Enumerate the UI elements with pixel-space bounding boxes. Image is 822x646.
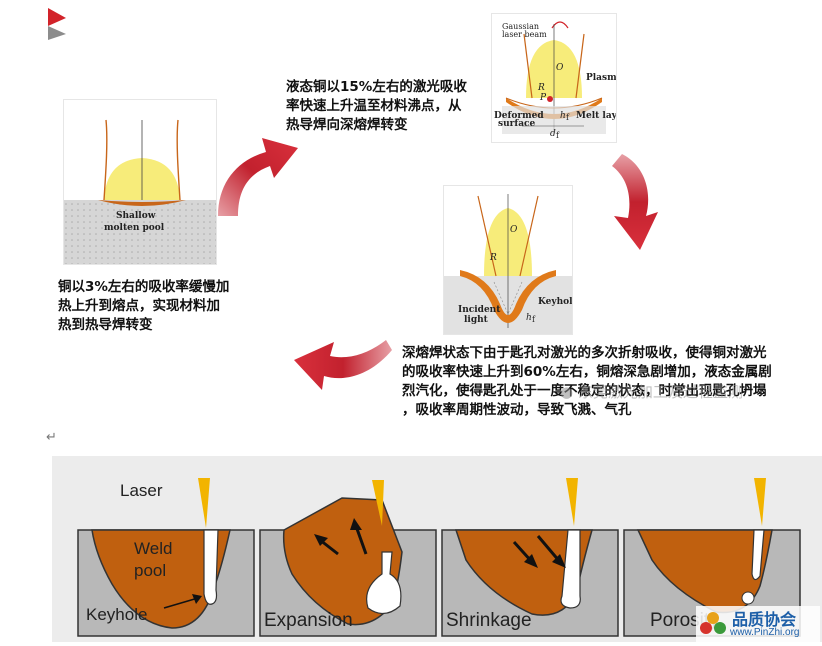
stage3-line-1: 深熔焊状态下由于匙孔对激光的多次折射吸收，使得铜对激光 bbox=[402, 345, 767, 361]
stage3-label-light: light bbox=[464, 315, 489, 325]
logo-url: www.PinZhi.org bbox=[730, 627, 800, 638]
flow-arrow-down-icon bbox=[612, 154, 658, 250]
flower-logo-icon bbox=[700, 612, 726, 634]
stage2-label-hf-sub: f bbox=[566, 113, 570, 122]
stage2-label-r: R bbox=[537, 83, 545, 93]
stage3-label-o: O bbox=[510, 225, 518, 235]
keyhole-evolution-strip: Laser Weld pool Keyhole Expansion bbox=[52, 456, 822, 642]
wechat-icon: ● bbox=[560, 383, 574, 401]
watermark: ● 东莞激光加工及过程监测 bbox=[560, 381, 743, 402]
stage2-line-1: 液态铜以15%左右的激光吸收 bbox=[286, 79, 467, 95]
site-logo: 品质协会 www.PinZhi.org bbox=[696, 606, 820, 642]
stage3-label-hf: h bbox=[526, 313, 532, 323]
stage3-label-hf-sub: f bbox=[532, 315, 536, 324]
stage2-label-laser-beam: laser beam bbox=[502, 30, 547, 39]
stage1-line-2: 热上升到熔点，实现材料加 bbox=[58, 298, 220, 314]
expansion-panel: Expansion bbox=[259, 480, 437, 637]
stage2-label-surface: surface bbox=[498, 119, 536, 129]
label-weld: Weld bbox=[134, 539, 172, 558]
stage2-line-2: 率快速上升温至材料沸点，从 bbox=[286, 98, 462, 114]
stage1-diagram: Shallow molten pool bbox=[64, 100, 216, 264]
stage1-label-shallow: Shallow bbox=[116, 211, 156, 221]
logo-name: 品质协会 bbox=[732, 610, 797, 629]
label-laser: Laser bbox=[120, 481, 163, 500]
stage2-label-p: P bbox=[539, 93, 547, 103]
stage2-diagram: Gaussian laser beam Plasma O R P Deforme… bbox=[492, 14, 628, 142]
flow-arrow-up-right-icon bbox=[218, 138, 298, 216]
shrinkage-panel: Shrinkage bbox=[441, 478, 619, 637]
watermark-text: 东莞激光加工及过程监测 bbox=[577, 383, 743, 401]
stage2-label-plasma: Plasma bbox=[586, 73, 616, 83]
stage3-line-4: ，吸收率周期性波动，导致飞溅、气孔 bbox=[402, 402, 632, 418]
label-expansion: Expansion bbox=[264, 610, 353, 631]
corner-logo-icon bbox=[48, 8, 66, 40]
stage2-label-gaussian: Gaussian bbox=[502, 22, 539, 31]
stage3-label-keyhole: Keyhole bbox=[538, 297, 572, 307]
stage1-line-3: 热到热导焊转变 bbox=[58, 317, 153, 333]
stage2-line-3: 热导焊向深熔焊转变 bbox=[286, 117, 408, 133]
stage3-description: 深熔焊状态下由于匙孔对激光的多次折射吸收，使得铜对激光 的吸收率快速上升到60%… bbox=[402, 344, 820, 420]
stage1-description: 铜以3%左右的吸收率缓慢加 热上升到熔点，实现材料加 热到热导焊转变 bbox=[58, 278, 258, 335]
stage2-description: 液态铜以15%左右的激光吸收 率快速上升温至材料沸点，从 热导焊向深熔焊转变 bbox=[286, 78, 496, 135]
return-mark: ↵ bbox=[46, 430, 57, 445]
stage2-label-hf: h bbox=[560, 111, 566, 121]
stage2-label-melt-layer: Melt layer bbox=[576, 111, 616, 121]
stage3-label-incident: Incident bbox=[458, 305, 501, 315]
weld-pool-panel: Weld pool Keyhole bbox=[77, 478, 255, 637]
stage3-label-r: R bbox=[489, 253, 497, 263]
stage2-label-df-sub: f bbox=[556, 131, 560, 140]
stage2-label-df: d bbox=[550, 129, 556, 139]
stage3-line-2: 的吸收率快速上升到60%左右，铜熔深急剧增加，液态金属剧 bbox=[402, 364, 772, 380]
label-shrinkage: Shrinkage bbox=[446, 610, 532, 631]
stage3-line-3: 烈汽化，使得匙孔处于一度不稳定的状态，时常出现匙孔坍塌 bbox=[402, 383, 767, 399]
stage1-line-1: 铜以3%左右的吸收率缓慢加 bbox=[58, 279, 230, 295]
stage1-label-molten-pool: molten pool bbox=[104, 223, 165, 233]
stage2-label-o: O bbox=[556, 63, 564, 73]
flow-arrow-left-icon bbox=[294, 340, 392, 390]
stage2-label-deformed: Deformed bbox=[494, 111, 544, 121]
stage3-diagram: O R Incident light Keyhole h f bbox=[444, 186, 579, 334]
label-keyhole: Keyhole bbox=[86, 605, 147, 624]
label-pool: pool bbox=[134, 561, 166, 580]
